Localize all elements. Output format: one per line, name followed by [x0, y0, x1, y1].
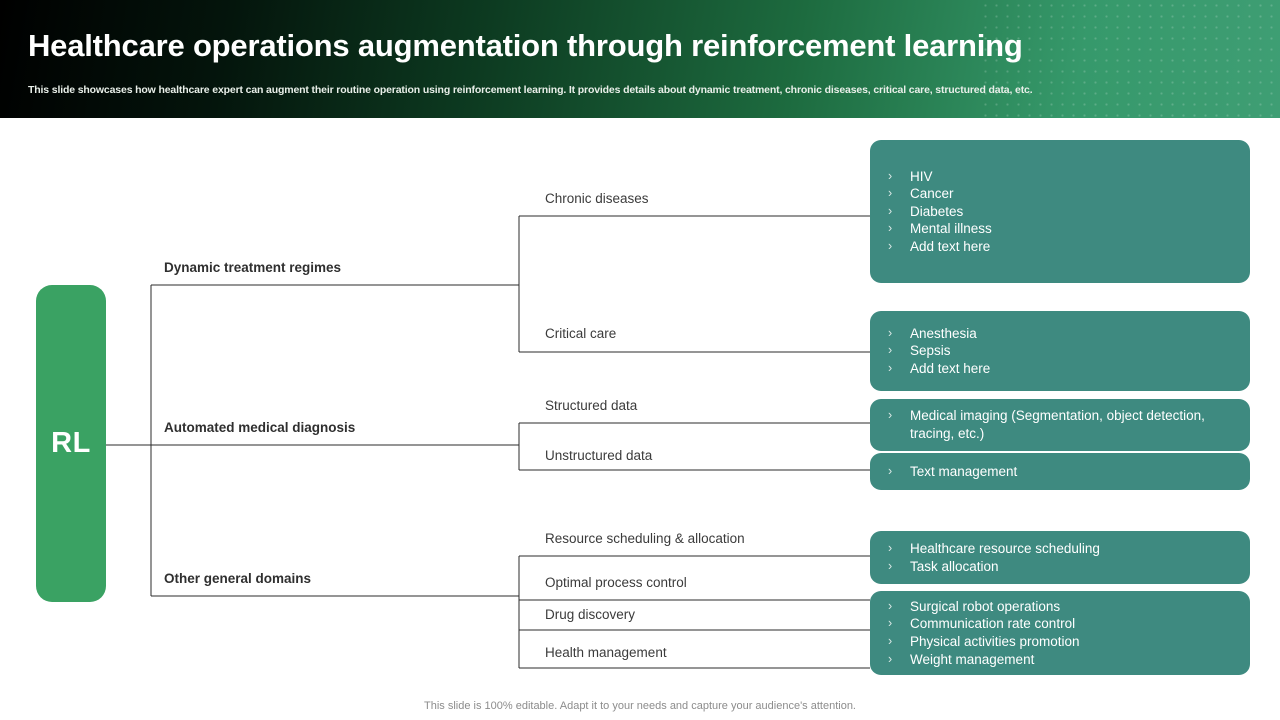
branch-label-other-general-domains[interactable]: Other general domains [164, 571, 312, 586]
card-list-item[interactable]: › Surgical robot operations [888, 598, 1250, 616]
root-node-rl[interactable]: RL [36, 285, 106, 602]
card-list-item[interactable]: › Add text here [888, 360, 1250, 378]
subbranch-label-optimal-process-control[interactable]: Optimal process control [545, 575, 687, 590]
card-list-item[interactable]: › Healthcare resource scheduling [888, 540, 1250, 558]
card-list-item-label: Physical activities promotion [910, 634, 1080, 649]
subbranch-label-critical-care[interactable]: Critical care [545, 326, 617, 341]
card-list-item-label: Mental illness [910, 221, 992, 237]
subbranch-label-structured-data[interactable]: Structured data [545, 398, 638, 413]
chevron-right-icon: › [888, 238, 893, 253]
card-list-item-label: Weight management [910, 651, 1035, 667]
card-list-item[interactable]: › Physical activities promotion [888, 633, 1250, 651]
branch-label-dynamic-treatment-regimes[interactable]: Dynamic treatment regimes [164, 260, 342, 275]
card-list-item[interactable]: › Cancer [888, 185, 1250, 203]
page-subtitle: This slide showcases how healthcare expe… [28, 84, 1033, 96]
card-list-item-label: Text management [910, 463, 1018, 479]
chevron-right-icon: › [888, 325, 893, 340]
chevron-right-icon: › [888, 343, 893, 358]
subbranch-label-drug-discovery[interactable]: Drug discovery [545, 607, 636, 622]
card-list-item[interactable]: › Anesthesia [888, 325, 1250, 343]
branch-label-automated-medical-diagnosis[interactable]: Automated medical diagnosis [164, 420, 356, 435]
card-list-item-label: Healthcare resource scheduling [910, 540, 1100, 556]
chevron-right-icon: › [888, 463, 893, 478]
diagram-canvas: RL Dynamic treatment regimes Automated m… [0, 118, 1280, 698]
root-node-label: RL [51, 427, 91, 459]
card-list-item[interactable]: › Weight management [888, 651, 1250, 669]
card-list-item-label: Cancer [910, 186, 954, 202]
chevron-right-icon: › [888, 651, 893, 666]
card-list-item-label: Anesthesia [910, 325, 977, 341]
detail-card-resource-scheduling[interactable]: › Healthcare resource scheduling › Task all… [870, 531, 1250, 584]
card-list-item-label: Communication rate control [910, 616, 1076, 632]
chevron-right-icon: › [888, 203, 893, 218]
slide-header: Healthcare operations augmentation throu… [0, 0, 1280, 118]
connector-lines [106, 215, 870, 669]
card-list-item[interactable]: › Add text here [888, 238, 1250, 256]
subbranch-label-resource-scheduling-allocation[interactable]: Resource scheduling & allocation [545, 531, 745, 546]
card-list-item-label: Surgical robot operations [910, 598, 1061, 614]
card-list-item-label: Add text here [910, 238, 991, 254]
card-list-item[interactable]: › Sepsis [888, 342, 1250, 360]
chevron-right-icon: › [888, 598, 893, 613]
slide-footer-note: This slide is 100% editable. Adapt it to… [424, 700, 856, 712]
card-list-item-label: Diabetes [910, 203, 964, 219]
card-list-item[interactable]: › Text management [888, 463, 1250, 481]
chevron-right-icon: › [888, 540, 893, 555]
detail-card-critical-care[interactable]: › Anesthesia › Sepsis › Add text here [870, 311, 1250, 391]
card-list-item-label: Task allocation [910, 558, 999, 574]
chevron-right-icon: › [888, 360, 893, 375]
chevron-right-icon: › [888, 168, 893, 183]
chevron-right-icon: › [888, 558, 893, 573]
page-title: Healthcare operations augmentation throu… [28, 28, 1023, 63]
card-list-item[interactable]: › Communication rate control [888, 615, 1250, 633]
chevron-right-icon: › [888, 634, 893, 648]
chevron-right-icon: › [888, 616, 893, 631]
card-list-item-label: Add text here [910, 360, 991, 376]
card-list-item[interactable]: › HIV [888, 168, 1250, 186]
detail-card-other-operations[interactable]: › Surgical robot operations › Communication… [870, 591, 1250, 675]
chevron-right-icon: › [888, 408, 893, 423]
chevron-right-icon: › [888, 186, 893, 201]
detail-card-chronic-diseases[interactable]: › HIV › Cancer › Diabetes › Mental illness › Add … [870, 140, 1250, 283]
subbranch-label-chronic-diseases[interactable]: Chronic diseases [545, 191, 649, 206]
card-list-item[interactable]: › Diabetes [888, 203, 1250, 221]
chevron-right-icon: › [888, 221, 893, 236]
detail-card-structured-data[interactable]: › Medical imaging (Segmentation, object d… [870, 399, 1250, 451]
detail-card-unstructured-data[interactable]: › Text management [870, 453, 1250, 490]
card-list-item[interactable]: › Task allocation [888, 558, 1250, 576]
subbranch-label-health-management[interactable]: Health management [545, 645, 667, 660]
card-list-item[interactable]: › Mental illness [888, 220, 1250, 238]
card-list-item-label: HIV [910, 168, 933, 184]
card-list-item[interactable]: › Medical imaging (Segmentation, object d… [888, 407, 1250, 442]
card-list-item-label: Sepsis [910, 343, 951, 359]
card-list-item-label: Medical imaging (Segmentation, object de… [910, 408, 1205, 441]
subbranch-label-unstructured-data[interactable]: Unstructured data [545, 448, 653, 463]
